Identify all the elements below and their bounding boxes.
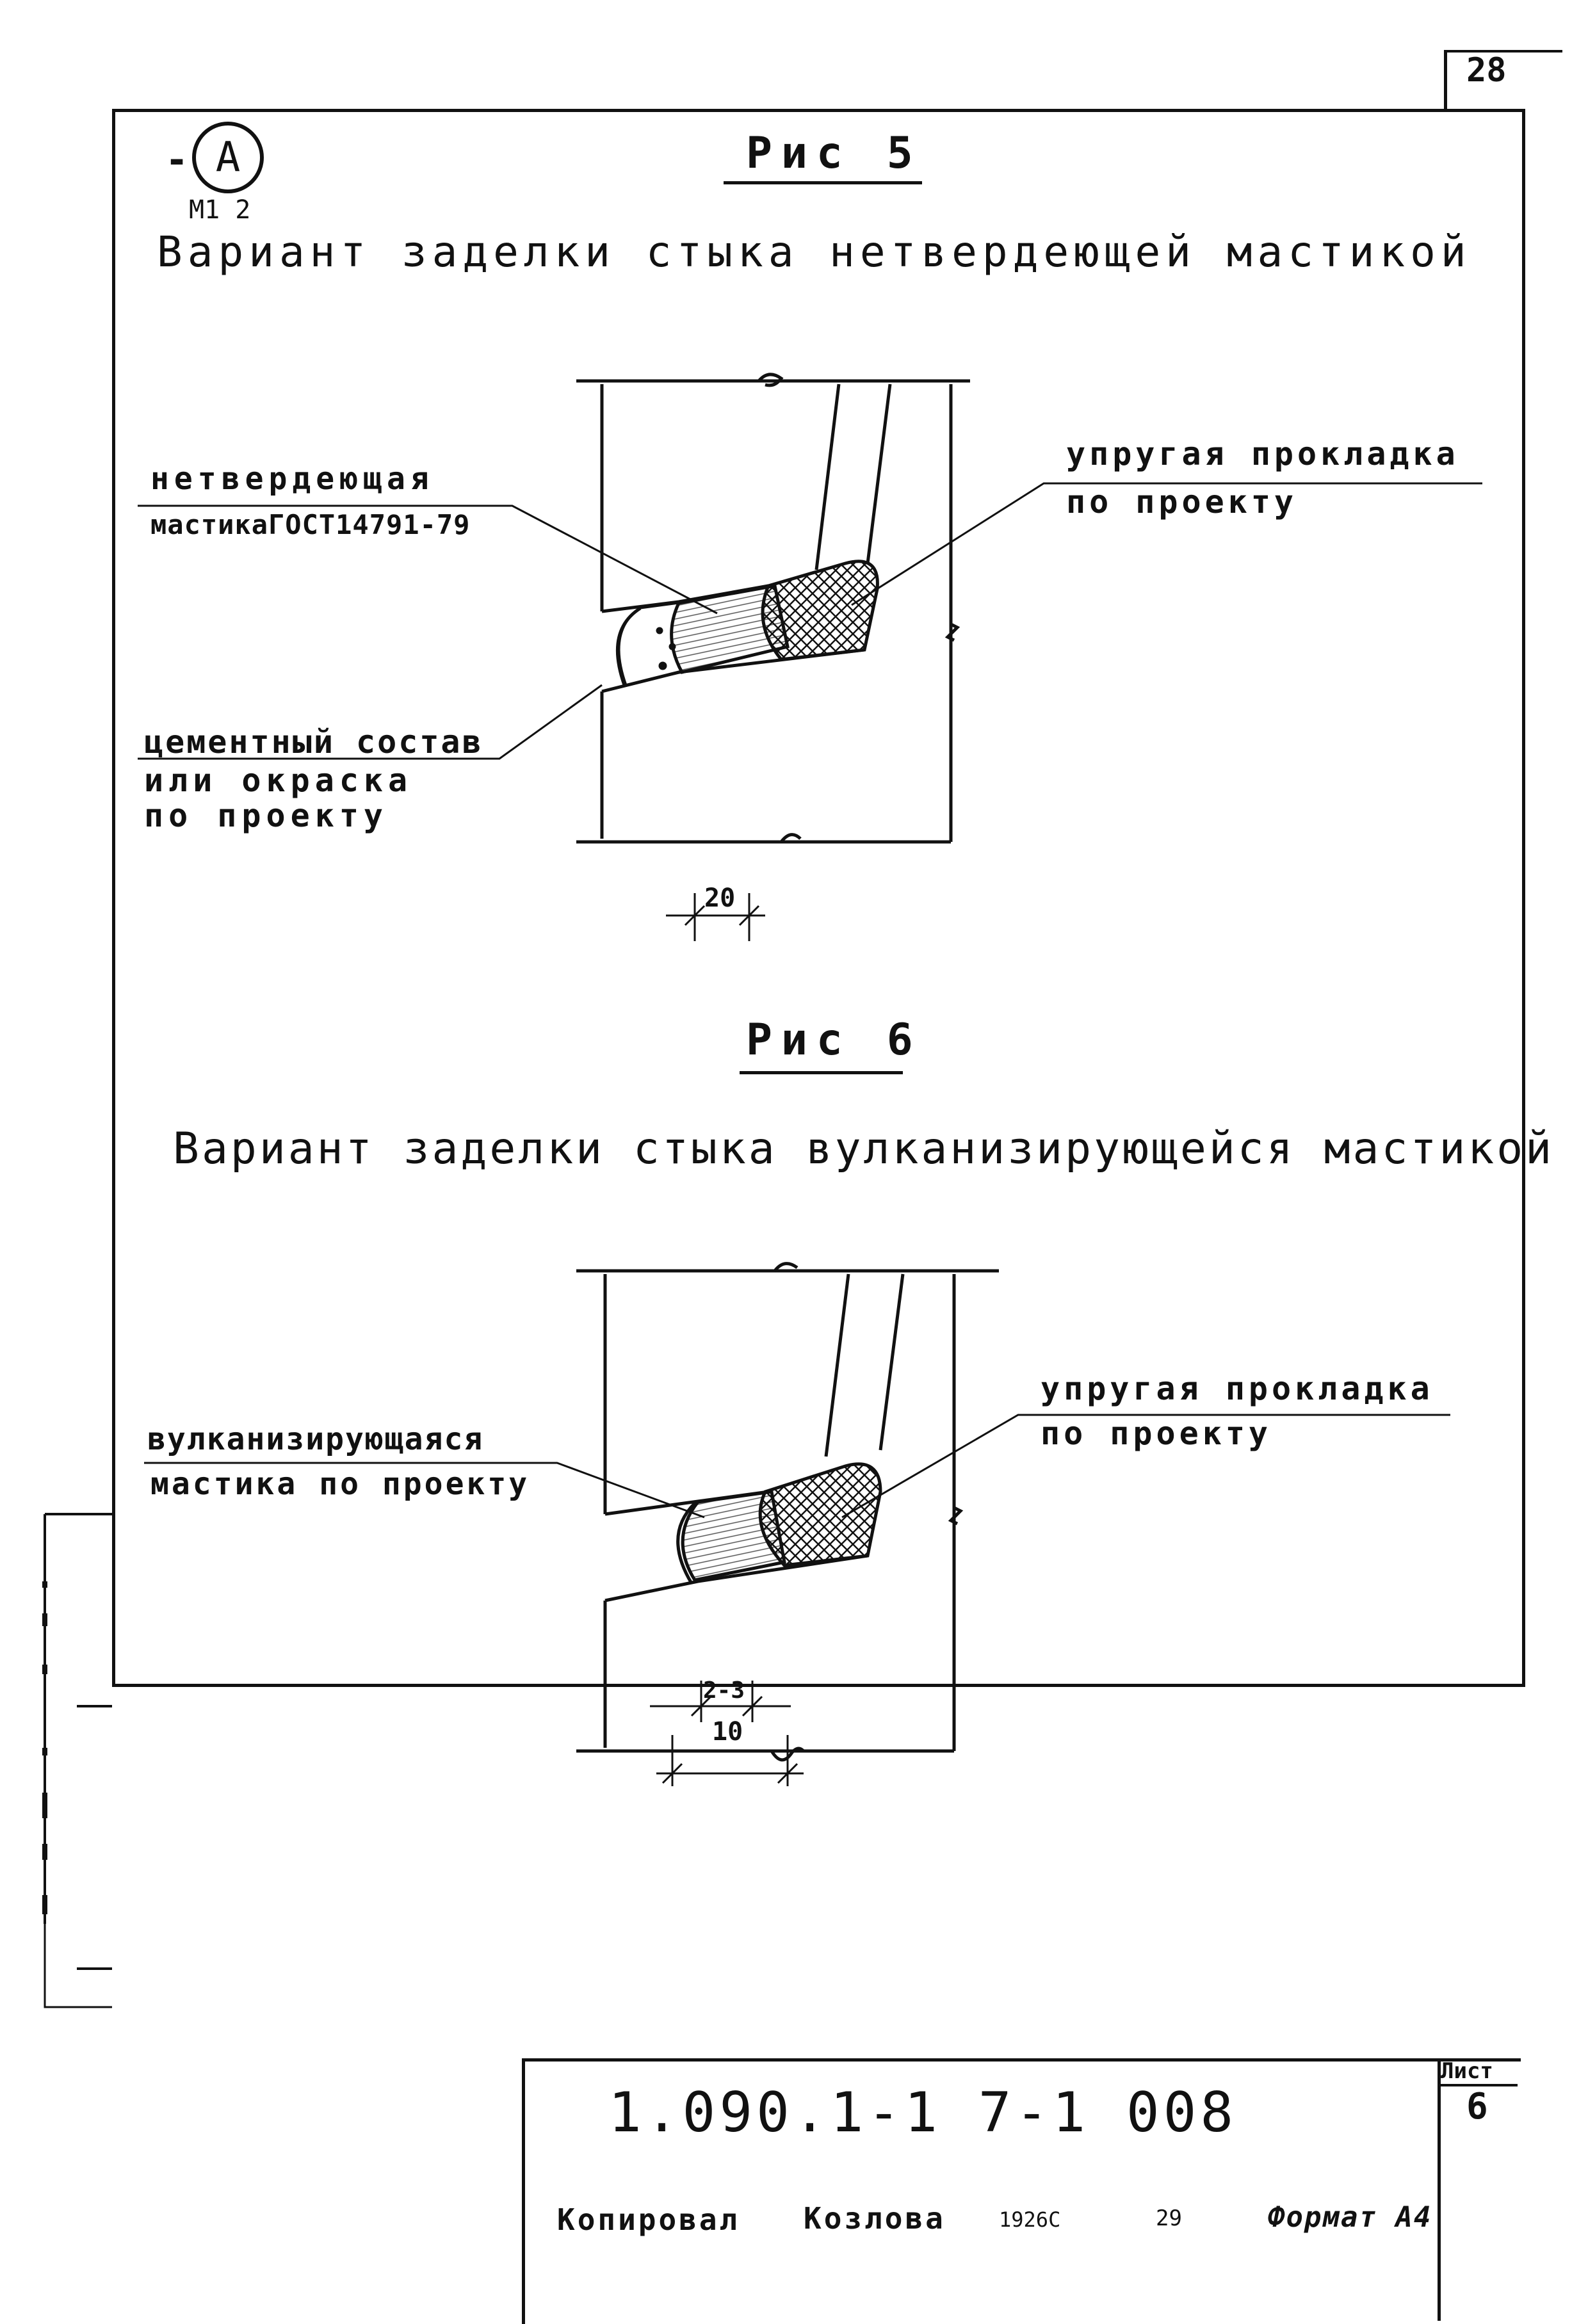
fig6-label-gasket-2: по проекту bbox=[1041, 1415, 1272, 1452]
fig6-title-underline bbox=[740, 1071, 903, 1074]
footer-order-number: 1926С bbox=[999, 2207, 1061, 2232]
fig5-leader-mastic bbox=[138, 504, 718, 615]
fig5-label-gasket-2: по проекту bbox=[1066, 483, 1298, 520]
title-block-sheet-label: Лист bbox=[1441, 2058, 1493, 2084]
fig5-right-break bbox=[944, 622, 960, 642]
fig5-label-mastic-1: нетвердеющая bbox=[150, 461, 434, 497]
drawing-frame bbox=[112, 109, 1525, 1687]
fig5-upper-slope-2 bbox=[866, 383, 892, 564]
fig5-title: Рис 5 bbox=[746, 128, 922, 179]
fig6-dimension-inner-line bbox=[650, 1681, 791, 1722]
title-block bbox=[522, 2058, 1521, 2324]
fig6-top-break bbox=[774, 1262, 798, 1272]
fig5-title-underline bbox=[724, 181, 922, 184]
fig5-label-cement-2: или окраска bbox=[144, 762, 413, 799]
marker-dash: - bbox=[165, 138, 189, 182]
marker-reference: М1 2 bbox=[189, 195, 251, 225]
fig5-dimension-line bbox=[666, 893, 765, 941]
fig5-drawing bbox=[138, 373, 1482, 941]
fig5-gasket bbox=[761, 560, 879, 661]
fig6-label-gasket-1: упругая прокладка bbox=[1041, 1370, 1434, 1407]
fig5-dimension-label: 20 bbox=[704, 884, 736, 913]
fig6-label-mastic-1: вулканизирующаяся bbox=[147, 1421, 484, 1457]
fig6-caption: Вариант заделки стыка вулканизирующейся … bbox=[173, 1124, 1555, 1174]
fig6-leader-gasket bbox=[841, 1414, 1450, 1519]
fig6-dimension-inner: 2-3 bbox=[703, 1677, 745, 1704]
fig6-label-mastic-2: мастика по проекту bbox=[150, 1466, 530, 1502]
fig6-title: Рис 6 bbox=[746, 1015, 922, 1065]
fig5-bottom-break bbox=[780, 833, 802, 843]
marker-letter: A bbox=[215, 134, 241, 181]
fig6-upper-slope-1 bbox=[824, 1273, 850, 1457]
fig6-joint-bottom bbox=[604, 1554, 868, 1602]
fig6-drawing bbox=[144, 1262, 1450, 1786]
fig5-cement-fill bbox=[618, 602, 684, 686]
fig5-top-break bbox=[758, 373, 784, 387]
fig5-label-cement-1: цементный состав bbox=[144, 723, 483, 761]
title-block-sheet-cell bbox=[1438, 2058, 1521, 2321]
footer-format-label: Формат А4 bbox=[1268, 2201, 1432, 2234]
fig6-upper-slope-2 bbox=[879, 1273, 905, 1451]
fig6-bottom-break bbox=[770, 1747, 805, 1762]
fig6-gasket bbox=[758, 1462, 882, 1567]
title-block-sheet-number: 6 bbox=[1466, 2086, 1488, 2127]
fig6-leader-mastic bbox=[144, 1462, 705, 1519]
fig5-label-gasket-1: упругая прокладка bbox=[1066, 435, 1459, 472]
title-block-sheet-divider bbox=[1438, 2084, 1518, 2086]
footer-page-number: 29 bbox=[1156, 2206, 1182, 2231]
fig6-right-break bbox=[948, 1506, 964, 1526]
footer-copied-label: Копировал bbox=[557, 2202, 740, 2237]
corner-number-box bbox=[1444, 50, 1562, 111]
fig5-caption: Вариант заделки стыка нетвердеющей масти… bbox=[157, 227, 1471, 277]
joint-drawings bbox=[42, 373, 1482, 2008]
binding-margin bbox=[42, 1513, 112, 2008]
fig5-leader-gasket bbox=[851, 482, 1482, 606]
corner-sheet-number: 28 bbox=[1466, 51, 1507, 90]
footer-copier: Козлова bbox=[804, 2201, 946, 2236]
fig6-dimension-outer: 10 bbox=[712, 1717, 743, 1747]
fig6-dimension-outer-ext bbox=[656, 1735, 804, 1786]
fig5-upper-slope-1 bbox=[814, 383, 841, 570]
fig5-label-mastic-2: мастикаГОСТ14791-79 bbox=[150, 509, 471, 540]
marker-circle: A bbox=[192, 122, 264, 193]
title-block-designation: 1.090.1-1 7-1 008 bbox=[608, 2081, 1238, 2145]
fig5-label-cement-3: по проекту bbox=[144, 797, 389, 834]
fig5-leader-cement bbox=[138, 684, 603, 760]
